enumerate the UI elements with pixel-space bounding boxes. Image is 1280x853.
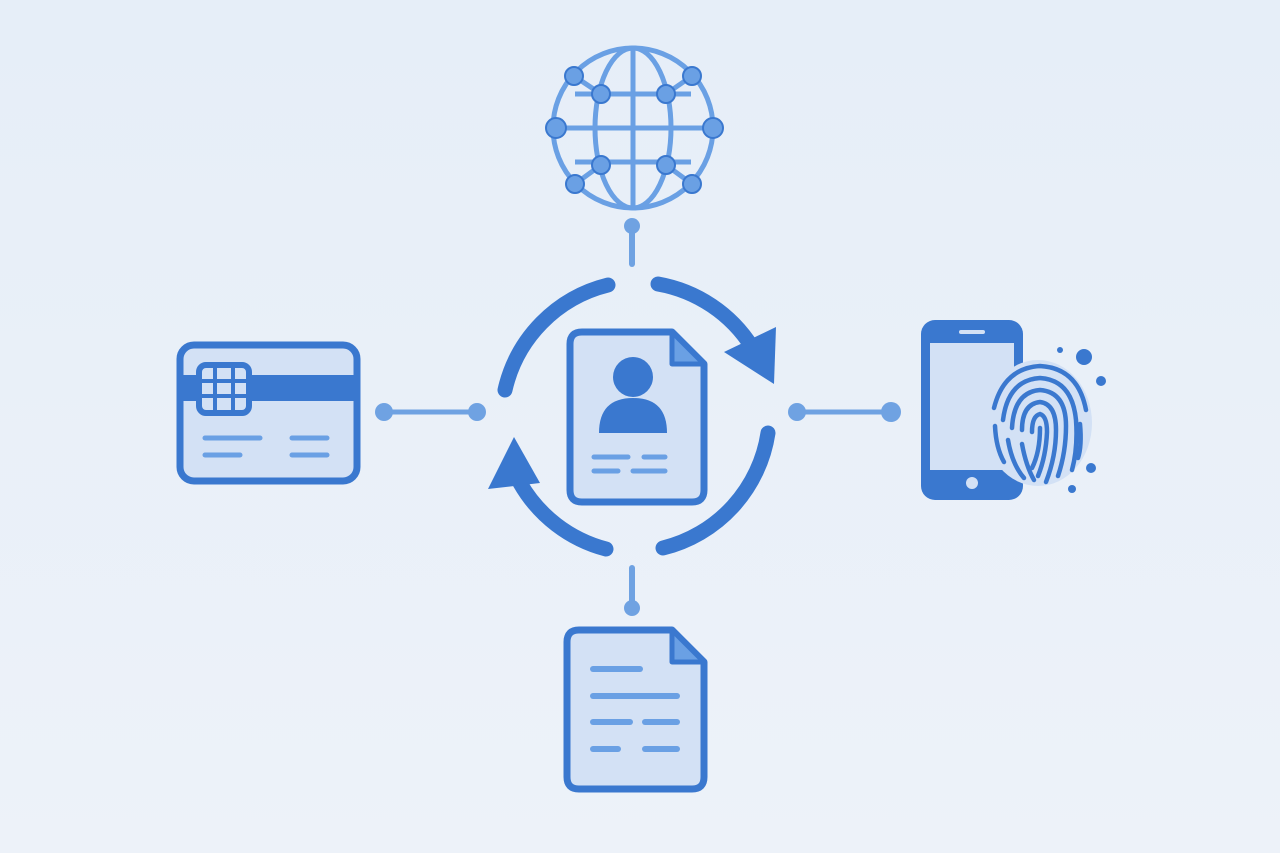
fingerprint-icon xyxy=(984,360,1092,486)
connector-left xyxy=(375,403,486,421)
avatar-head xyxy=(613,357,653,397)
card-chip-icon xyxy=(196,362,252,416)
smartphone-fingerprint-icon xyxy=(921,320,1106,500)
sync-arrowheads xyxy=(488,327,776,489)
identity-document-icon xyxy=(566,328,708,506)
globe-network-icon xyxy=(545,45,724,211)
connector-top xyxy=(624,218,640,267)
text-document-icon xyxy=(563,626,708,793)
signal-dots xyxy=(1057,347,1106,493)
credit-card-icon xyxy=(176,341,361,485)
connector-bottom xyxy=(624,565,640,616)
avatar-body xyxy=(599,398,667,433)
sync-arrows-icon xyxy=(497,276,776,557)
connector-right xyxy=(788,402,901,422)
